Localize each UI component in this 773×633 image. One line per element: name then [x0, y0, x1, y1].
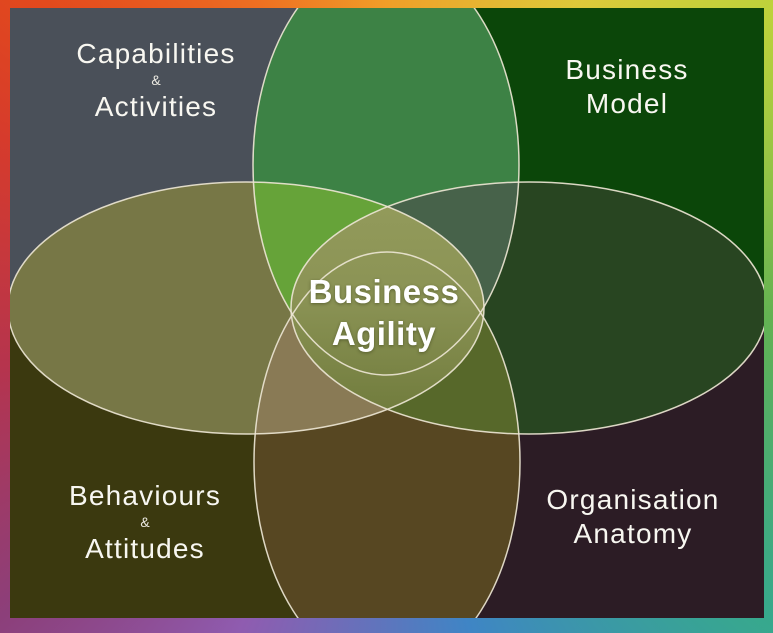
venn-svg: [10, 8, 764, 618]
label-line: Activities: [94, 91, 218, 122]
label-ampersand: &: [151, 72, 161, 88]
venn-canvas: Capabilities & Activities Business Model…: [10, 8, 764, 618]
label-line: Anatomy: [573, 518, 693, 549]
label-ampersand: &: [140, 514, 150, 530]
label-business-agility: Business Agility: [309, 271, 460, 355]
label-line: Model: [585, 88, 669, 119]
label-behaviours-attitudes: Behaviours & Attitudes: [69, 479, 221, 566]
label-line: Business: [565, 54, 689, 85]
venn-outline-south: [253, 251, 521, 618]
label-organisation-anatomy: Organisation Anatomy: [546, 483, 719, 551]
label-capabilities-activities: Capabilities & Activities: [76, 37, 235, 124]
center-title-line: Agility: [331, 315, 437, 352]
venn-outline-north: [252, 8, 520, 376]
center-title-line: Business: [308, 273, 460, 310]
label-line: Organisation: [546, 484, 720, 515]
label-line: Attitudes: [85, 533, 205, 564]
label-line: Behaviours: [68, 480, 222, 511]
label-business-model: Business Model: [565, 53, 688, 121]
venn-outline-east: [290, 181, 764, 435]
label-line: Capabilities: [76, 38, 236, 69]
